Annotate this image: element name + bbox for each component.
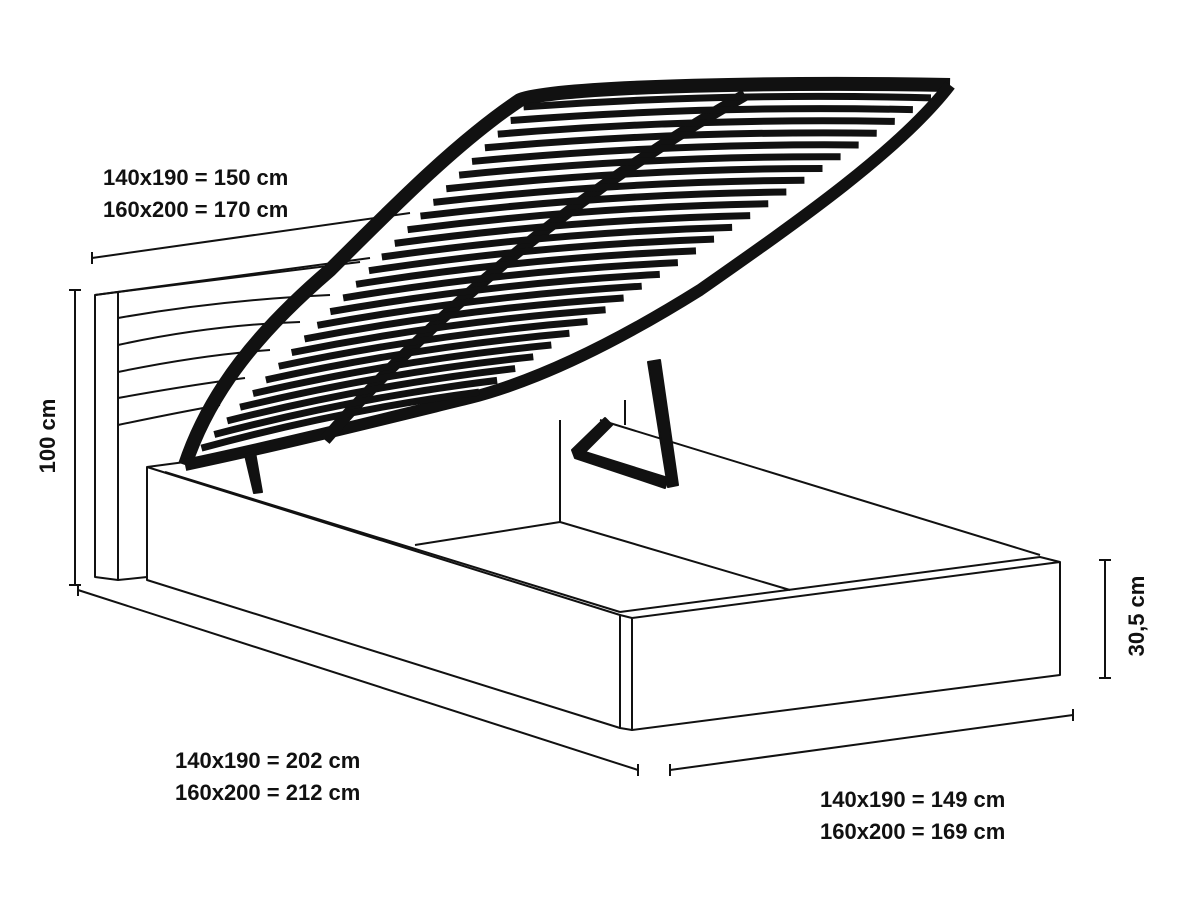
dimension-line-width bbox=[669, 709, 1074, 776]
length-160: 160x200 = 212 cm bbox=[175, 780, 361, 805]
headboard bbox=[94, 257, 371, 581]
slat bbox=[420, 188, 787, 220]
slat bbox=[342, 259, 679, 302]
dimension-line-frame-height bbox=[1099, 559, 1111, 679]
lift-mechanism bbox=[244, 359, 679, 494]
width-140: 140x190 = 149 cm bbox=[820, 787, 1006, 812]
slat bbox=[458, 153, 841, 179]
headboard-width-160: 160x200 = 170 cm bbox=[103, 197, 289, 222]
width-160: 160x200 = 169 cm bbox=[820, 819, 1006, 844]
headboard-width-label: 140x190 = 150 cm 160x200 = 170 cm bbox=[103, 162, 288, 226]
dimension-line-headboard-width bbox=[91, 212, 411, 264]
slat bbox=[471, 141, 859, 165]
height-label: 100 cm bbox=[35, 398, 60, 474]
dimension-line-length bbox=[77, 584, 639, 776]
slat bbox=[239, 353, 534, 411]
slat bbox=[265, 329, 570, 384]
slat bbox=[432, 176, 805, 206]
slat bbox=[290, 306, 606, 357]
slat bbox=[252, 341, 552, 397]
slat bbox=[394, 212, 751, 247]
slat bbox=[381, 223, 733, 261]
slat bbox=[484, 129, 877, 152]
slat bbox=[497, 117, 895, 138]
slats bbox=[200, 92, 932, 452]
slat bbox=[329, 270, 660, 316]
bed-frame bbox=[146, 400, 1061, 731]
headboard-width-140: 140x190 = 150 cm bbox=[103, 165, 289, 190]
slat bbox=[226, 365, 516, 425]
slatted-base bbox=[178, 76, 955, 471]
width-label: 140x190 = 149 cm 160x200 = 169 cm bbox=[820, 784, 1005, 848]
slat bbox=[445, 165, 823, 193]
length-140: 140x190 = 202 cm bbox=[175, 748, 361, 773]
slat bbox=[355, 247, 697, 288]
slat bbox=[368, 235, 715, 275]
slat bbox=[510, 105, 913, 124]
slat bbox=[523, 92, 932, 111]
slat bbox=[303, 294, 624, 343]
slat bbox=[213, 376, 498, 438]
slat bbox=[316, 282, 642, 329]
slat bbox=[278, 318, 588, 370]
slat bbox=[407, 200, 769, 234]
dimension-line-height bbox=[69, 289, 81, 586]
frame-height-label: 30,5 cm bbox=[1124, 575, 1149, 657]
slat bbox=[200, 388, 480, 452]
length-label: 140x190 = 202 cm 160x200 = 212 cm bbox=[175, 745, 360, 809]
